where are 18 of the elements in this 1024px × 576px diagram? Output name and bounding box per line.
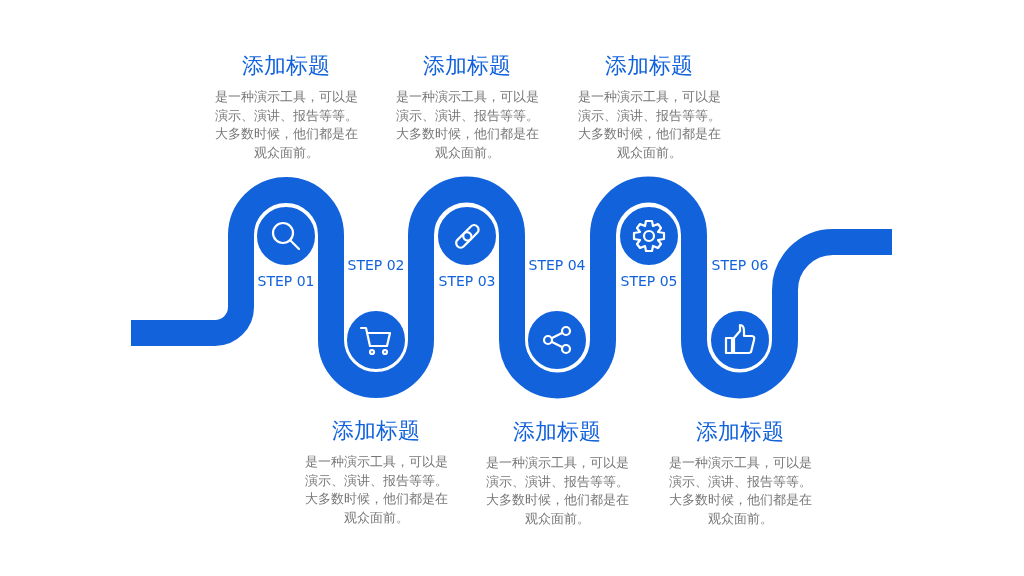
step-description: 是一种演示工具，可以是演示、演讲、报告等等。大多数时候，他们都是在观众面前。 (576, 88, 722, 162)
step-title: 添加标题 (695, 418, 785, 446)
step-label: STEP 01 (257, 273, 315, 289)
step-label: STEP 03 (438, 273, 496, 289)
step-description: 是一种演示工具，可以是演示、演讲、报告等等。大多数时候，他们都是在观众面前。 (394, 88, 540, 162)
step-label: STEP 05 (620, 273, 678, 289)
step-title: 添加标题 (604, 52, 694, 80)
step-description: 是一种演示工具，可以是演示、演讲、报告等等。大多数时候，他们都是在观众面前。 (667, 454, 813, 528)
step-title: 添加标题 (512, 418, 602, 446)
step-description: 是一种演示工具，可以是演示、演讲、报告等等。大多数时候，他们都是在观众面前。 (484, 454, 630, 528)
step-description: 是一种演示工具，可以是演示、演讲、报告等等。大多数时候，他们都是在观众面前。 (303, 453, 449, 527)
step-title: 添加标题 (331, 417, 421, 445)
step-title: 添加标题 (422, 52, 512, 80)
step-label: STEP 06 (711, 257, 769, 273)
step-label: STEP 04 (528, 257, 586, 273)
step-title: 添加标题 (241, 52, 331, 80)
step-description: 是一种演示工具，可以是演示、演讲、报告等等。大多数时候，他们都是在观众面前。 (213, 88, 359, 162)
step-label: STEP 02 (347, 257, 405, 273)
